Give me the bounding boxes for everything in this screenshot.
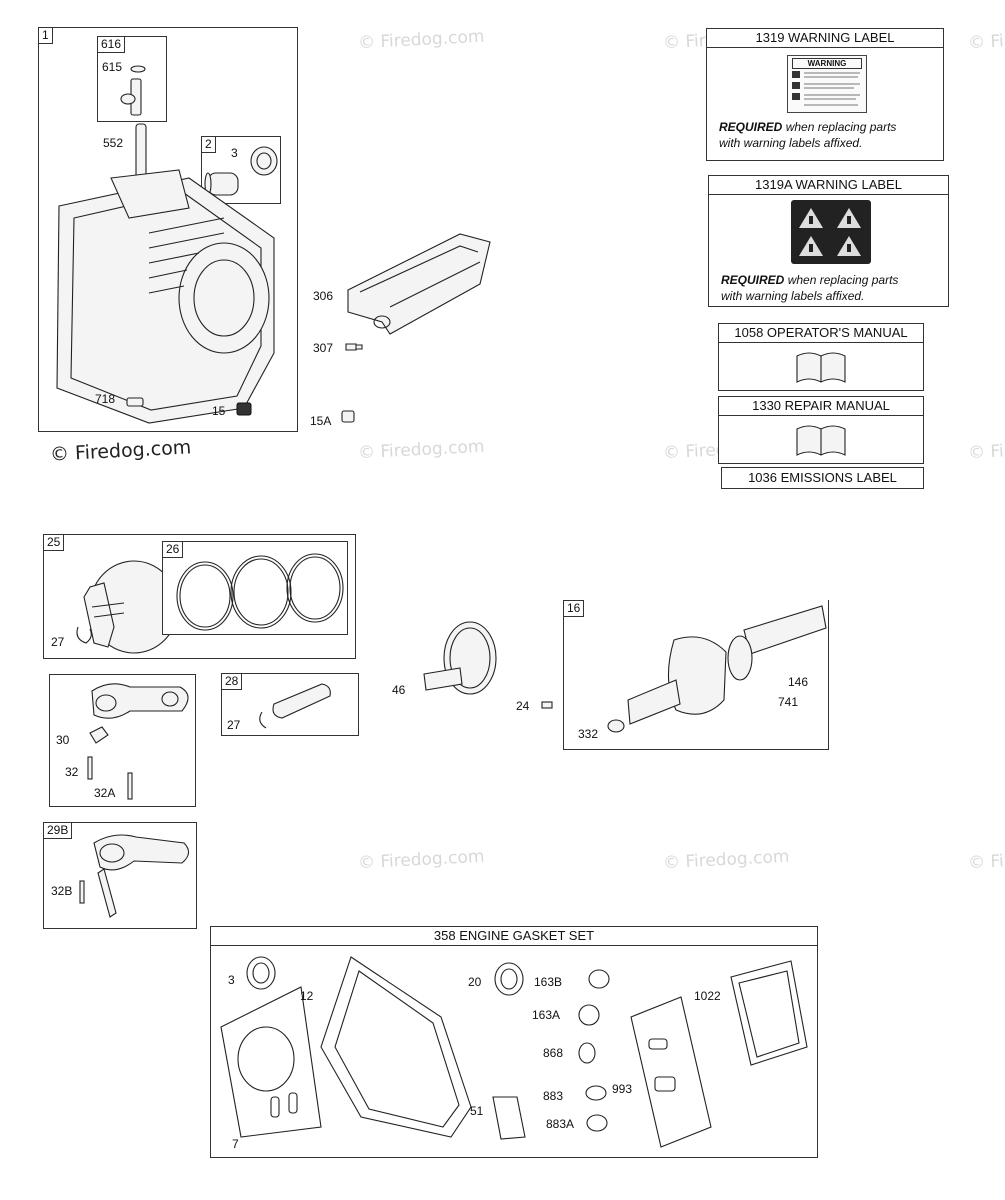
watermark: © Firedog.com — [357, 436, 485, 464]
callout-332: 332 — [578, 727, 599, 741]
callout-883: 883 — [543, 1089, 564, 1103]
warning-label-1319a-title: 1319A WARNING LABEL — [709, 176, 948, 195]
required-rest: when replacing parts — [787, 273, 899, 287]
callout-27b: 27 — [227, 718, 241, 732]
bolt-307-art — [345, 343, 363, 351]
group-1-cylinder-frame: 1 616 2 — [38, 27, 298, 432]
group-tag-25: 25 — [43, 534, 65, 551]
callout-3: 3 — [231, 146, 238, 160]
watermark: © Firedog.com — [357, 846, 485, 874]
callout-20: 20 — [468, 975, 482, 989]
crankshaft-art — [607, 605, 827, 733]
watermark: © Firedog.com — [357, 26, 485, 54]
group-tag-26: 26 — [162, 541, 184, 558]
group-tag-616: 616 — [97, 36, 126, 53]
connecting-rod-art — [87, 683, 189, 800]
callout-30: 30 — [56, 733, 70, 747]
warning-label-1319-box: 1319 WARNING LABEL WARNING REQUIRED when… — [706, 28, 944, 161]
required-word: REQUIRED — [721, 273, 785, 287]
callout-15: 15 — [212, 404, 226, 418]
gasket-set-art — [220, 956, 808, 1148]
drain-plug-art — [236, 402, 252, 416]
callout-993: 993 — [612, 1082, 633, 1096]
seal-art — [204, 146, 278, 196]
callout-741: 741 — [778, 695, 799, 709]
watermark: © Firedog.com — [967, 846, 1005, 874]
callout-868: 868 — [543, 1046, 564, 1060]
required-rest-2: with warning labels affixed. — [719, 136, 863, 150]
callout-615: 615 — [102, 60, 123, 74]
callout-51: 51 — [470, 1104, 484, 1118]
wrist-pin-art — [259, 683, 331, 729]
group-2-frame: 2 — [201, 136, 281, 204]
callout-7: 7 — [232, 1137, 239, 1151]
camshaft-art — [423, 621, 497, 695]
key-24-art — [541, 701, 553, 709]
connecting-rod-frame — [49, 674, 196, 807]
repair-manual-title: 1330 REPAIR MANUAL — [719, 397, 923, 416]
piston-art — [83, 560, 179, 654]
cylinder-block-art — [56, 123, 275, 424]
callout-718: 718 — [95, 392, 116, 406]
group-tag-2: 2 — [201, 136, 216, 153]
required-rest-2: with warning labels affixed. — [721, 289, 865, 303]
warning-label-icon: WARNING — [787, 55, 867, 113]
callout-306: 306 — [313, 289, 334, 303]
warning-sticker-text: WARNING — [792, 58, 862, 69]
callout-46: 46 — [392, 683, 406, 697]
air-guide-shroud-art — [347, 233, 491, 335]
callout-163b: 163B — [534, 975, 563, 989]
callout-146: 146 — [788, 675, 809, 689]
callout-307: 307 — [313, 341, 334, 355]
group-tag-29b: 29B — [43, 822, 73, 839]
warning-label-1319a-box: 1319A WARNING LABEL REQUIRED when replac… — [708, 175, 949, 307]
group-tag-1: 1 — [38, 27, 53, 44]
hazard-symbols-icon — [791, 200, 871, 264]
required-rest: when replacing parts — [785, 120, 897, 134]
engine-gasket-set-frame: 358 ENGINE GASKET SET — [210, 926, 818, 1158]
group-28-wrist-pin-frame: 28 — [221, 673, 359, 736]
group-25-piston-frame: 25 26 — [43, 534, 356, 659]
warning-label-1319-title: 1319 WARNING LABEL — [707, 29, 943, 48]
group-tag-16: 16 — [563, 600, 585, 617]
callout-27: 27 — [51, 635, 65, 649]
warning-label-1319a-note: REQUIRED when replacing parts with warni… — [721, 272, 898, 304]
group-616-frame: 616 — [97, 36, 167, 122]
callout-32: 32 — [65, 765, 79, 779]
required-word: REQUIRED — [719, 120, 783, 134]
repair-manual-box: 1330 REPAIR MANUAL — [718, 396, 924, 464]
watermark: © Firedog.com — [662, 846, 790, 874]
connecting-rod-29b-art — [79, 834, 190, 918]
emissions-label-title: 1036 EMISSIONS LABEL — [748, 470, 897, 485]
book-icon — [796, 425, 846, 456]
callout-32b: 32B — [51, 884, 73, 898]
watermark: © Firedog.com — [967, 436, 1005, 464]
callout-883a: 883A — [546, 1117, 575, 1131]
watermark-main: © Firedog.com — [49, 436, 192, 466]
group-26-rings-frame: 26 — [162, 541, 348, 635]
callout-552: 552 — [103, 136, 124, 150]
callout-3b: 3 — [228, 973, 235, 987]
warning-label-1319-note: REQUIRED when replacing parts with warni… — [719, 119, 896, 151]
book-icon — [796, 352, 846, 383]
operators-manual-title: 1058 OPERATOR'S MANUAL — [719, 324, 923, 343]
group-29b-frame: 29B — [43, 822, 197, 929]
plug-15a-art — [341, 410, 355, 423]
emissions-label-box: 1036 EMISSIONS LABEL — [721, 467, 924, 489]
callout-1022: 1022 — [694, 989, 721, 1003]
callout-32a: 32A — [94, 786, 116, 800]
watermark: © Firedog.com — [967, 26, 1005, 54]
circlip-art — [76, 626, 92, 644]
group-tag-28: 28 — [221, 673, 243, 690]
callout-24: 24 — [516, 699, 530, 713]
valve-art — [120, 65, 146, 116]
callout-12: 12 — [300, 989, 314, 1003]
operators-manual-box: 1058 OPERATOR'S MANUAL — [718, 323, 924, 391]
callout-163a: 163A — [532, 1008, 561, 1022]
engine-gasket-set-title: 358 ENGINE GASKET SET — [211, 927, 817, 946]
piston-rings-art — [176, 553, 344, 631]
group-16-crankshaft-frame: 16 — [563, 600, 829, 750]
callout-15a: 15A — [310, 414, 332, 428]
